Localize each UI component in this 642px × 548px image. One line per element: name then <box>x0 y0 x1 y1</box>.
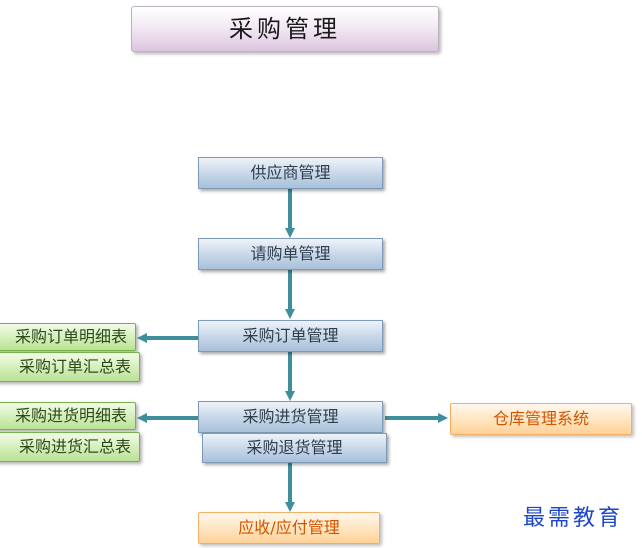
node-warehouse-management-system: 仓库管理系统 <box>450 403 632 435</box>
node-purchase-return-management: 采购退货管理 <box>202 433 387 463</box>
watermark-text: 最需教育 <box>523 506 624 531</box>
node-receivable-payable-management: 应收/应付管理 <box>198 512 380 544</box>
report-purchase-order-detail: 采购订单明细表 <box>0 323 136 351</box>
node-purchase-order-management: 采购订单管理 <box>198 320 383 352</box>
node-purchase-receipt-management: 采购进货管理 <box>198 401 383 433</box>
node-supplier-management: 供应商管理 <box>198 157 383 189</box>
report-purchase-receipt-detail: 采购进货明细表 <box>0 402 136 430</box>
report-purchase-receipt-summary: 采购进货汇总表 <box>0 432 140 462</box>
report-purchase-order-summary: 采购订单汇总表 <box>0 352 140 382</box>
diagram-title: 采购管理 <box>131 6 439 52</box>
node-requisition-management: 请购单管理 <box>198 238 383 270</box>
